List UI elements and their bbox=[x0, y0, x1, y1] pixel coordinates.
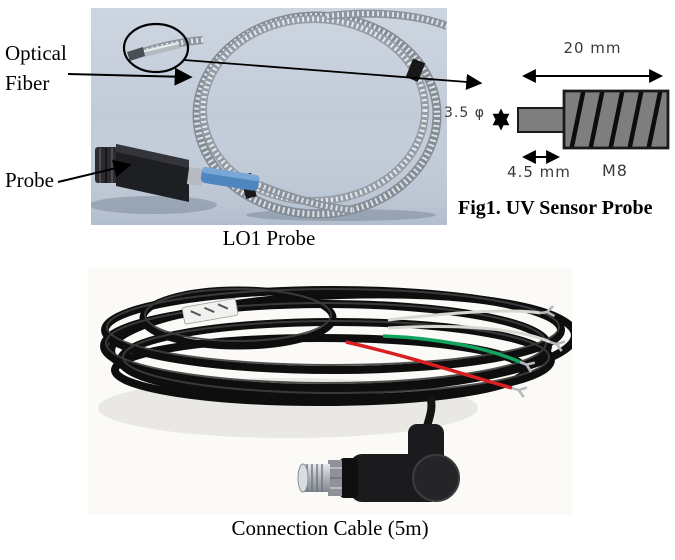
diagram-body-outline bbox=[562, 89, 670, 150]
uv-sensor-diagram bbox=[492, 69, 670, 164]
lo1-probe-photo-art bbox=[91, 8, 447, 225]
connection-cable-photo bbox=[88, 268, 572, 515]
probe-label: Probe bbox=[5, 168, 54, 192]
connection-cable-photo-art bbox=[88, 268, 572, 515]
dim-label-diameter: 3.5 φ bbox=[444, 105, 485, 121]
right-angle-connector bbox=[297, 394, 460, 502]
optical-fiber-label-line1: Optical bbox=[5, 41, 67, 65]
fork-terminals bbox=[511, 305, 566, 398]
optical-fiber-label-line2: Fiber bbox=[5, 71, 50, 95]
diagram-threaded-body bbox=[562, 89, 670, 150]
diagram-shaft bbox=[517, 107, 565, 133]
lo1-probe-caption: LO1 Probe bbox=[222, 226, 316, 250]
dim-label-45mm: 4.5 mm bbox=[507, 163, 571, 181]
diagram-thread-stripes bbox=[569, 91, 663, 148]
cable-label-tag bbox=[181, 298, 239, 325]
lo1-probe-photo bbox=[91, 8, 447, 225]
optical-fiber-coil bbox=[139, 9, 447, 219]
cable-coil-highlights bbox=[105, 288, 560, 394]
lead-wires bbox=[345, 309, 551, 390]
dim-label-20mm: 20 mm bbox=[563, 39, 622, 57]
connection-cable-caption: Connection Cable (5m) bbox=[231, 516, 429, 540]
thread-size-label: M8 bbox=[602, 161, 628, 180]
fig1-caption: Fig1. UV Sensor Probe bbox=[458, 197, 653, 219]
